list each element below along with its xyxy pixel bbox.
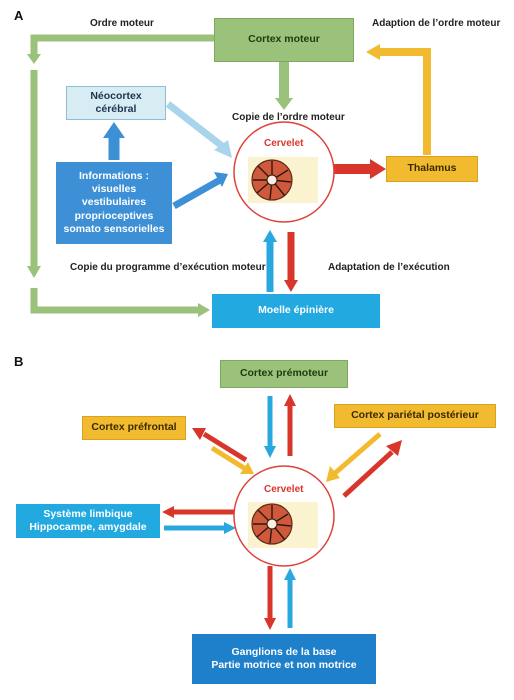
arrow-moelle-to-cervelet <box>263 230 277 292</box>
arrow-ordre-moteur <box>27 34 214 317</box>
arrow-cervelet-to-prefrontal <box>192 428 248 463</box>
informations-box: Informations : visuelles vestibulaires p… <box>56 162 172 244</box>
moelle-epiniere-box: Moelle épinière <box>212 294 380 328</box>
arrow-limbique-to-cervelet <box>164 522 236 534</box>
arrow-cervelet-to-ganglions <box>264 566 276 630</box>
label-copie-ordre-moteur: Copie de l’ordre moteur <box>232 112 345 123</box>
cortex-premoteur-box: Cortex prémoteur <box>220 360 348 388</box>
arrow-cervelet-to-moelle <box>284 232 298 292</box>
cortex-moteur-box: Cortex moteur <box>214 18 354 62</box>
arrow-ganglions-to-cervelet <box>284 568 296 628</box>
arrow-copie-ordre-moteur <box>275 62 293 110</box>
arrow-adaption-ordre <box>366 44 431 155</box>
cervelet-a-label: Cervelet <box>264 138 304 149</box>
label-copie-programme: Copie du programme d’exécution moteur <box>70 262 266 273</box>
arrow-neocortex-to-cervelet <box>165 101 232 158</box>
label-ordre-moteur: Ordre moteur <box>90 18 154 29</box>
arrow-cervelet-to-limbique <box>162 506 234 518</box>
neocortex-box: Néocortex cérébral <box>66 86 166 120</box>
systeme-limbique-box: Système limbique Hippocampe, amygdale <box>16 504 160 538</box>
arrow-cervelet-to-parietal <box>342 440 402 498</box>
arrow-info-to-cervelet <box>172 172 228 210</box>
cervelet-b-illustration <box>251 503 293 545</box>
arrow-cervelet-to-thalamus <box>331 159 386 179</box>
cervelet-a-illustration <box>251 159 293 201</box>
arrow-premoteur-to-cervelet <box>264 396 276 458</box>
label-adaptation-execution: Adaptation de l’exécution <box>328 262 450 273</box>
cortex-prefrontal-box: Cortex préfrontal <box>82 416 186 440</box>
panel-a-letter: A <box>14 8 24 23</box>
arrow-info-to-neocortex <box>103 122 125 160</box>
panel-b-letter: B <box>14 354 24 369</box>
cortex-parietal-posterieur-box: Cortex pariétal postérieur <box>334 404 496 428</box>
thalamus-box: Thalamus <box>386 156 478 182</box>
ganglions-de-la-base-box: Ganglions de la base Partie motrice et n… <box>192 634 376 684</box>
arrow-prefrontal-to-cervelet <box>210 445 254 474</box>
arrow-cervelet-to-premoteur <box>284 394 296 456</box>
label-adaption-ordre-moteur: Adaption de l’ordre moteur <box>372 18 501 29</box>
arrow-parietal-to-cervelet <box>326 432 382 482</box>
cervelet-b-label: Cervelet <box>264 484 304 495</box>
